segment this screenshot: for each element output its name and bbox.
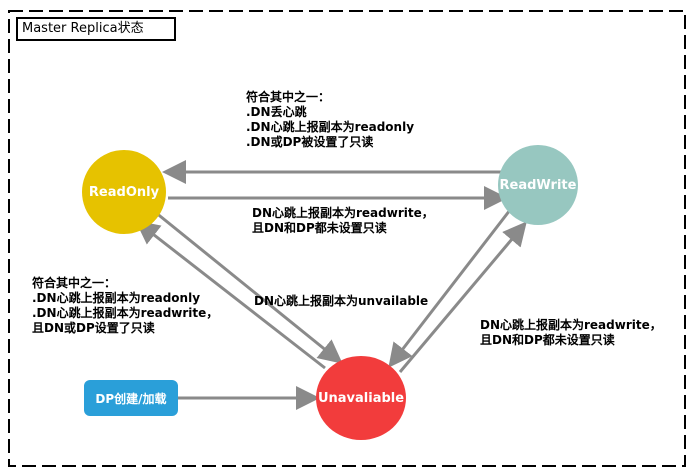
state-unavailable-label: Unavaliable: [317, 390, 405, 406]
label-line: DN心跳上报副本为readwrite，: [480, 318, 662, 332]
label-line: DN心跳上报副本为unvailable: [254, 294, 429, 308]
state-unavailable: Unavaliable: [316, 356, 406, 440]
label-line: 且DN和DP都未设置只读: [480, 333, 615, 347]
diagram-title: Master Replica状态: [16, 17, 176, 41]
arrow-unavailable-to-readwrite: [398, 221, 527, 373]
label-line: .DN心跳上报副本为readonly: [32, 291, 201, 305]
label-line: .DN或DP被设置了只读: [246, 135, 374, 149]
state-readonly-label: ReadOnly: [88, 184, 160, 200]
state-readonly: ReadOnly: [82, 150, 166, 234]
label-line: .DN丢心跳: [246, 105, 307, 119]
label-readwrite-to-readonly: 符合其中之一： .DN丢心跳 .DN心跳上报副本为readonly .DN或DP…: [246, 90, 414, 150]
label-line: .DN心跳上报副本为readwrite，: [32, 306, 219, 320]
state-readwrite: ReadWrite: [498, 145, 578, 225]
dp-create-load-box: DP创建/加载: [84, 380, 178, 416]
label-unavailable-to-readonly: 符合其中之一： .DN心跳上报副本为readonly .DN心跳上报副本为rea…: [32, 276, 218, 336]
arrow-unavailable-to-readonly: [135, 220, 326, 370]
label-line: DN心跳上报副本为readwrite，: [252, 206, 434, 220]
label-line: 且DN和DP都未设置只读: [252, 221, 387, 235]
label-to-unavailable: DN心跳上报副本为unvailable: [254, 294, 428, 309]
label-line: 且DN或DP设置了只读: [32, 321, 155, 335]
arrow-readonly-to-unavailable: [154, 210, 343, 364]
arrow-readwrite-to-unavailable: [388, 209, 512, 368]
outer-dashed-frame: [8, 10, 686, 467]
state-readwrite-label: ReadWrite: [499, 177, 577, 193]
label-unavailable-to-readwrite: DN心跳上报副本为readwrite， 且DN和DP都未设置只读: [480, 318, 662, 348]
dp-create-load-label: DP创建/加载: [95, 391, 167, 406]
label-line: 符合其中之一：: [32, 276, 117, 290]
label-line: 符合其中之一：: [246, 90, 331, 104]
label-readonly-to-readwrite: DN心跳上报副本为readwrite， 且DN和DP都未设置只读: [252, 206, 434, 236]
label-line: .DN心跳上报副本为readonly: [246, 120, 415, 134]
